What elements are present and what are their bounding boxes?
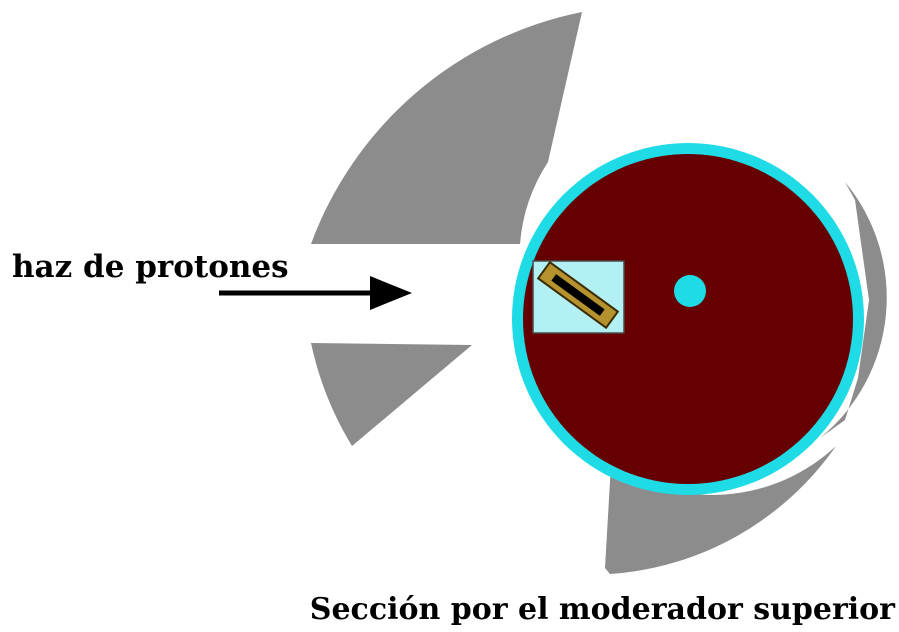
beam-arrow-head [370, 276, 412, 310]
sample-holder [536, 260, 620, 330]
beam-label: haz de protones [12, 249, 289, 285]
moderator-body [523, 154, 853, 484]
sample-slot [551, 274, 605, 316]
center-port [674, 275, 706, 307]
reflector-sector-right [820, 182, 887, 438]
arrow-right-icon [219, 276, 412, 310]
reflector-sector-left-lower [311, 343, 472, 446]
figure-caption: Sección por el moderador superior [310, 592, 896, 627]
reflector-sector-upper [311, 12, 582, 244]
reflector-sector-bottom [605, 446, 836, 574]
